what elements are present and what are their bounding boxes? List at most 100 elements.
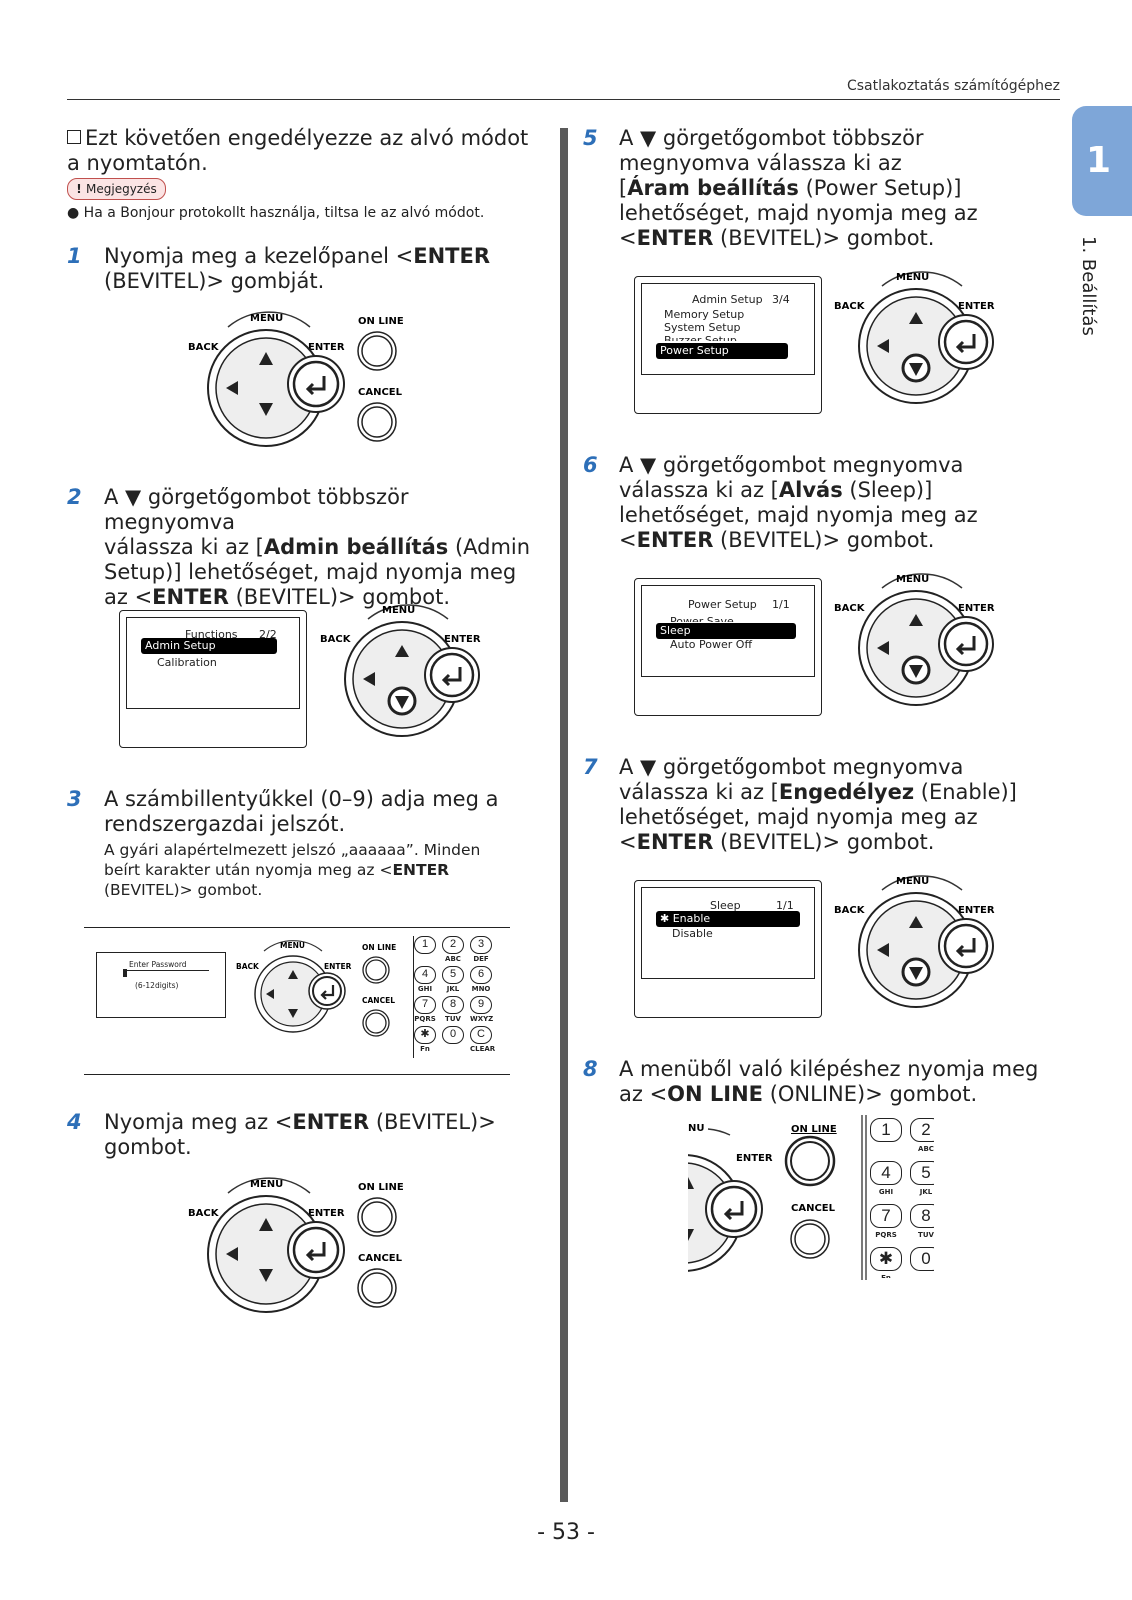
svg-text:BACK: BACK	[188, 1208, 220, 1219]
enter-icon	[441, 667, 462, 687]
keypad-key-sublabel: WXYZ	[470, 1015, 494, 1023]
password-panel-figure	[84, 927, 510, 1075]
lcd-menu-item: Auto Power Off	[670, 638, 753, 651]
keypad-key-sublabel: GHI	[878, 1188, 894, 1196]
lcd-hint: (6-12digits)	[135, 981, 179, 990]
keypad-key-sublabel: Fn	[881, 1274, 891, 1278]
lcd-page: 2/2	[259, 628, 277, 641]
note-badge: !Megjegyzés	[67, 178, 166, 200]
back-label: BACK	[188, 342, 220, 353]
svg-text:ENTER: ENTER	[958, 905, 995, 916]
lcd-panel-frame: Sleep 1/1 ✱ Enable Disable	[634, 880, 822, 1018]
svg-text:NU: NU	[688, 1123, 705, 1134]
nav-wheel-figure: MENU BACK ENTER	[834, 271, 995, 404]
step-text: A ▼ görgetőgombot megnyomva válassza ki …	[619, 453, 978, 552]
svg-text:ENTER: ENTER	[444, 634, 481, 645]
up-arrow-icon	[395, 645, 409, 657]
step-number: 2	[67, 485, 82, 509]
step-number: 8	[583, 1057, 598, 1081]
chapter-tab-number: 1	[1086, 140, 1112, 181]
keypad-key: 5	[910, 1161, 934, 1185]
lcd-menu-item: System Setup	[664, 321, 741, 334]
nav-wheel-figure: MENU BACK ENTER	[320, 604, 481, 737]
lcd-screen: Power Setup 1/1 Power Save Sleep Auto Po…	[641, 585, 815, 677]
keypad-key: 9	[470, 996, 492, 1014]
lcd-screen: Admin Setup 3/4 Memory Setup System Setu…	[641, 283, 815, 375]
lcd-selected-item: Power Setup	[656, 343, 788, 359]
lcd-menu-item: Calibration	[157, 656, 217, 669]
control-panel-figure: MENU BACK ENTER ON LINE CANCEL	[188, 311, 404, 447]
keypad-key-sublabel: TUV	[445, 1015, 461, 1023]
svg-text:MENU: MENU	[280, 941, 305, 950]
lcd-selected-item: Admin Setup	[141, 638, 277, 654]
keypad-key: 1	[414, 936, 436, 954]
svg-text:BACK: BACK	[236, 962, 260, 971]
step-text: Nyomja meg a kezelőpanel <ENTER(BEVITEL)…	[104, 244, 491, 293]
nav-wheel-figure: MENU BACK ENTER	[834, 573, 995, 706]
keypad-key: 7	[870, 1204, 902, 1228]
lcd-title: Admin Setup	[692, 293, 763, 306]
svg-text:ON LINE: ON LINE	[362, 943, 396, 952]
keypad-key: C	[470, 1026, 492, 1044]
keypad-key-sublabel: Fn	[420, 1045, 430, 1053]
lcd-screen: Enter Password (6-12digits)	[96, 952, 226, 1018]
cancel-label: CANCEL	[358, 387, 403, 398]
lcd-panel-frame: Power Setup 1/1 Power Save Sleep Auto Po…	[634, 578, 822, 716]
svg-text:ON LINE: ON LINE	[358, 1182, 404, 1193]
keypad-key-sublabel: JKL	[919, 1188, 933, 1196]
lcd-screen: Functions 2/2 Admin Setup Calibration	[126, 617, 300, 709]
step-number: 3	[67, 787, 82, 811]
keypad-key-sublabel: CLEAR	[470, 1045, 496, 1053]
lcd-menu-item: Buzzer Setup	[664, 334, 737, 341]
keypad-key-sublabel: PQRS	[875, 1231, 897, 1239]
enter-label: ENTER	[308, 342, 345, 353]
step-subtext: A gyári alapértelmezett jelszó „aaaaaa”.…	[104, 841, 481, 899]
down-arrow-icon	[259, 403, 273, 416]
lcd-screen: Sleep 1/1 ✱ Enable Disable	[641, 887, 815, 979]
keypad-key: 7	[414, 996, 436, 1014]
step-number: 7	[583, 755, 598, 779]
lcd-title: Sleep	[710, 899, 741, 912]
lcd-page: 1/1	[776, 899, 794, 912]
svg-text:BACK: BACK	[834, 301, 866, 312]
keypad-key: 4	[870, 1161, 902, 1185]
svg-text:BACK: BACK	[320, 634, 352, 645]
lcd-menu-item: Power Save	[670, 615, 734, 622]
cursor-icon	[123, 969, 127, 977]
keypad-key: 2	[910, 1118, 934, 1142]
lcd-page: 3/4	[772, 293, 790, 306]
step-text: A menüből való kilépéshez nyomja meg az …	[619, 1057, 1039, 1106]
svg-text:MENU: MENU	[250, 1179, 283, 1190]
control-panel-figure: MENU BACK ENTER ON LINE CANCEL	[188, 1177, 404, 1313]
keypad-key-sublabel: TUV	[918, 1231, 934, 1239]
keypad-key: 2	[442, 936, 464, 954]
svg-text:MENU: MENU	[896, 272, 929, 283]
running-header: Csatlakoztatás számítógéphez	[846, 78, 1060, 94]
column-divider	[560, 128, 568, 1502]
menu-label: MENU	[250, 313, 283, 324]
svg-text:CANCEL: CANCEL	[791, 1203, 836, 1214]
header-rule	[67, 99, 1060, 100]
keypad-key-sublabel: MNO	[471, 985, 491, 993]
keypad-key-sublabel: JKL	[446, 985, 460, 993]
lcd-panel-frame: Admin Setup 3/4 Memory Setup System Setu…	[634, 276, 822, 414]
svg-text:BACK: BACK	[834, 603, 866, 614]
step-text: Nyomja meg az <ENTER (BEVITEL)>gombot.	[104, 1110, 496, 1159]
checklist-item: Ezt követően engedélyezze az alvó módot …	[67, 126, 529, 175]
small-nav-wheel: MENU BACK ENTER ON LINE CANCEL	[236, 940, 396, 1037]
keypad-key-sublabel: GHI	[417, 985, 433, 993]
keypad-key: 4	[414, 966, 436, 984]
chapter-tab[interactable]	[1072, 106, 1132, 216]
keypad-key: ✱	[414, 1026, 436, 1044]
up-arrow-icon	[259, 352, 273, 365]
enter-icon	[305, 376, 326, 396]
keypad-key-sublabel: ABC	[445, 955, 461, 963]
svg-text:ENTER: ENTER	[958, 301, 995, 312]
left-arrow-icon	[363, 672, 375, 686]
svg-text:CANCEL: CANCEL	[358, 1253, 403, 1264]
left-arrow-icon	[226, 381, 238, 395]
lcd-selected-item: ✱ Enable	[656, 911, 800, 927]
keypad-key: ✱	[870, 1247, 902, 1271]
